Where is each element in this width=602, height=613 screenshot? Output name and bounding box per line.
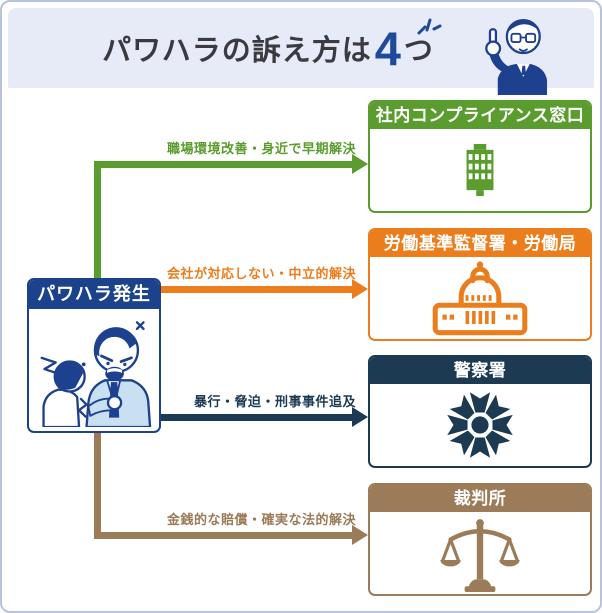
- source-box-body: [29, 309, 159, 431]
- scales-of-justice-icon: [440, 519, 520, 592]
- source-box-pawahara: パワハラ発生: [27, 278, 161, 433]
- destination-box-title: 労働基準監督署・労働局: [370, 230, 590, 257]
- office-building-icon: [466, 143, 494, 197]
- route-2-arrowhead: [352, 279, 368, 299]
- destination-box-title: 裁判所: [370, 485, 590, 512]
- route-4-horizontal-line: [94, 532, 352, 539]
- header-banner: パワハラの訴え方は 4 つ: [8, 8, 594, 95]
- title-count: 4: [374, 21, 401, 75]
- destination-box-police: 警察署: [368, 355, 592, 468]
- route-3-horizontal-line: [161, 414, 352, 421]
- route-1-label: 職場環境改善・身近で早期解決: [166, 141, 356, 156]
- destination-box-body: [370, 257, 590, 339]
- destination-box-title: 社内コンプライアンス窓口: [370, 102, 590, 129]
- route-3-label: 暴行・脅迫・刑事事件追及: [193, 394, 356, 409]
- route-3-arrowhead: [352, 407, 368, 427]
- government-building-icon: [432, 261, 528, 336]
- title-prefix: パワハラの訴え方は: [102, 35, 372, 67]
- destination-box-body: [370, 384, 590, 466]
- destination-box-body: [370, 129, 590, 211]
- police-emblem-icon: [447, 392, 513, 458]
- destination-box-compliance: 社内コンプライアンス窓口: [368, 100, 592, 213]
- route-1-vertical-line: [94, 161, 101, 278]
- route-1-arrowhead: [352, 154, 368, 174]
- page-title: パワハラの訴え方は 4 つ: [8, 8, 528, 88]
- route-4-arrowhead: [352, 525, 368, 545]
- source-box-title: パワハラ発生: [29, 280, 159, 309]
- route-4-label: 金銭的な賠償・確実な法的解決: [166, 512, 356, 527]
- destination-box-court: 裁判所: [368, 483, 592, 596]
- route-2-horizontal-line: [161, 286, 352, 293]
- destination-box-body: [370, 512, 590, 594]
- harassment-scene-icon: [40, 321, 152, 427]
- route-4-vertical-line: [94, 432, 101, 539]
- route-1-horizontal-line: [94, 161, 352, 168]
- route-2-label: 会社が対応しない・中立的解決: [166, 266, 356, 281]
- destination-box-title: 警察署: [370, 357, 590, 384]
- title-suffix: つ: [403, 35, 434, 67]
- pointing-businessman-icon: [485, 18, 548, 95]
- sparkle-icon: [417, 18, 442, 35]
- destination-box-labor-bureau: 労働基準監督署・労働局: [368, 228, 592, 341]
